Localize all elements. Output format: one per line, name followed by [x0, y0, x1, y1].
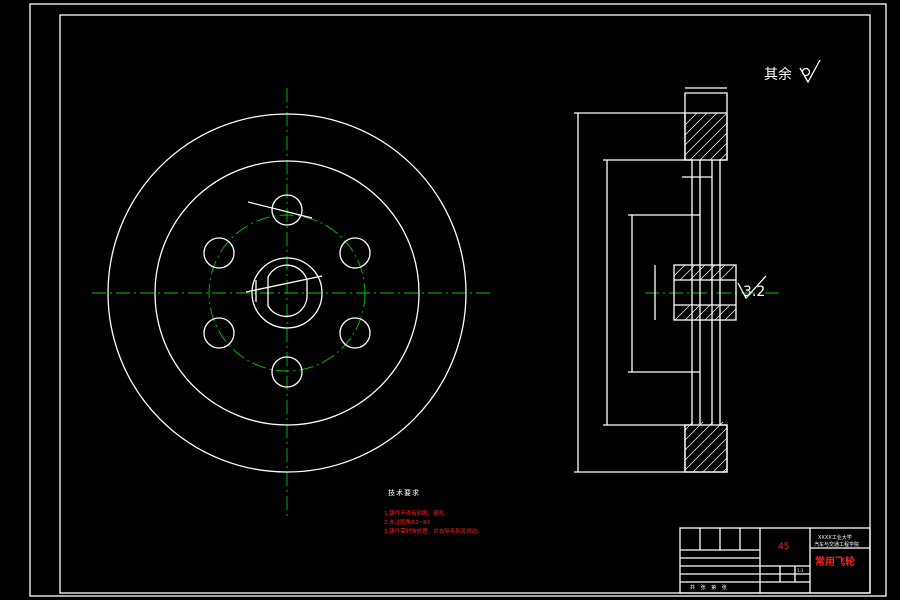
roughness-note-label: 其余 [764, 66, 792, 83]
rim-hatch-bottom [685, 422, 727, 472]
section-rim-outline [684, 92, 728, 473]
bolt-pitch-circle [208, 214, 366, 372]
bolt-hole-1 [271, 194, 303, 226]
bolt-hole-4 [271, 356, 303, 388]
drawing-title: 常用飞轮 [815, 555, 855, 568]
bolt-hole-5 [203, 317, 235, 349]
note-1: 1.铸件不得有砂眼、缩孔 [384, 509, 445, 517]
notes-heading: 技术要求 [388, 488, 420, 497]
sheet-outer-border [29, 3, 887, 597]
note-3: 3.铸件需时效处理，并去除毛刺及锐边。 [384, 527, 483, 535]
flywheel-rim-inner-circle [154, 160, 420, 426]
section-view: 3.2 [574, 87, 780, 473]
hub-hatch [674, 265, 736, 320]
rim-hatch-top [685, 113, 727, 161]
dim-leader-2 [245, 275, 323, 293]
dim-leader-1 [247, 201, 313, 219]
front-view [92, 88, 490, 518]
bore-roughness-value: 3.2 [743, 284, 765, 300]
sheet-inner-border [59, 14, 871, 594]
title-block-scale: 1:1 [797, 568, 804, 573]
bolt-hole-2 [339, 237, 371, 269]
title-block-footer: 共 张 第 张 [690, 584, 729, 591]
bore-roughness-symbol [737, 275, 767, 300]
note-2: 2.未注圆角R2~R5 [384, 518, 431, 526]
bolt-hole-6 [203, 237, 235, 269]
hub-circle [251, 257, 323, 329]
title-block: 45 XXXX工业大学 汽车与交通工程学院 常用飞轮 1:1 共 张 第 张 [679, 527, 871, 594]
title-block-material: 45 [778, 542, 789, 552]
title-block-company: XXXX工业大学 [818, 534, 852, 541]
rim-top-band [684, 112, 728, 161]
rim-bottom-band [684, 424, 728, 473]
roughness-note-circle [801, 67, 811, 77]
title-block-sub: 汽车与交通工程学院 [814, 541, 859, 548]
bolt-hole-3 [339, 317, 371, 349]
shaft-bore-keyway [267, 264, 308, 318]
flywheel-outer-circle [107, 113, 467, 473]
